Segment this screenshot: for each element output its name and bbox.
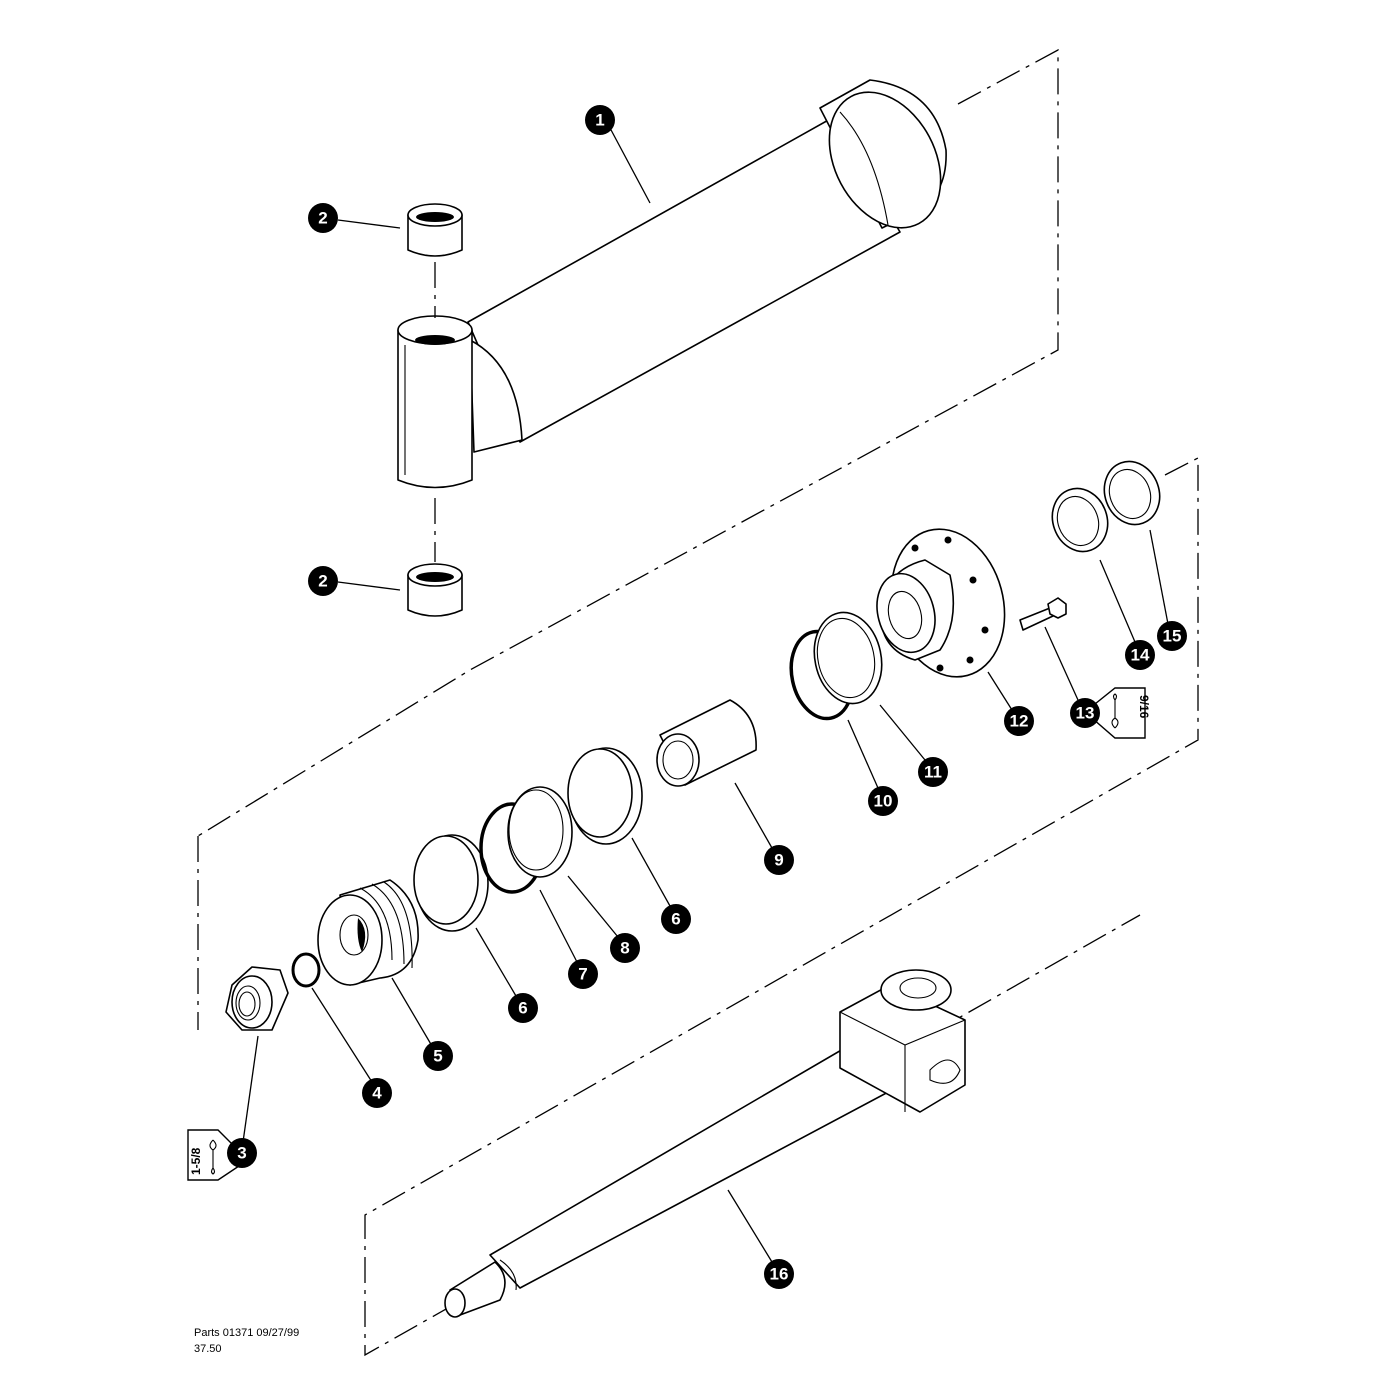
callout-2-top: 2 <box>308 203 338 233</box>
svg-text:6: 6 <box>518 999 527 1018</box>
wrench-size-bolt: 9/16 <box>1137 695 1151 719</box>
callout-11: 11 <box>918 757 948 787</box>
callout-13: 13 <box>1070 698 1100 728</box>
bushing-top <box>407 203 463 257</box>
callout-5: 5 <box>423 1041 453 1071</box>
gland-head <box>876 528 1006 678</box>
callout-7: 7 <box>568 959 598 989</box>
svg-text:11: 11 <box>924 763 942 782</box>
svg-text:7: 7 <box>578 965 587 984</box>
wrench-icon <box>1111 693 1119 729</box>
svg-text:9: 9 <box>774 851 783 870</box>
footer-page-number: 37.50 <box>194 1343 222 1355</box>
svg-text:8: 8 <box>620 939 629 958</box>
svg-text:3: 3 <box>237 1144 246 1163</box>
callout-3: 3 <box>227 1138 257 1168</box>
callout-8: 8 <box>610 933 640 963</box>
piston <box>317 879 419 986</box>
callout-6-left: 6 <box>508 993 538 1023</box>
svg-text:4: 4 <box>372 1084 382 1103</box>
svg-text:13: 13 <box>1076 704 1095 723</box>
backup-ring-large <box>813 611 883 705</box>
callout-16: 16 <box>764 1259 794 1289</box>
callout-4: 4 <box>362 1078 392 1108</box>
svg-text:1: 1 <box>595 111 604 130</box>
o-ring-small <box>291 952 321 988</box>
callout-12: 12 <box>1004 706 1034 736</box>
svg-text:12: 12 <box>1010 712 1029 731</box>
svg-text:15: 15 <box>1163 627 1182 646</box>
svg-text:6: 6 <box>671 910 680 929</box>
callouts: 1 2 2 3 4 5 6 6 7 8 9 10 11 12 13 14 15 … <box>227 105 1187 1289</box>
svg-text:16: 16 <box>770 1265 789 1284</box>
svg-text:14: 14 <box>1131 646 1150 665</box>
callout-6-right: 6 <box>661 904 691 934</box>
cylinder-barrel <box>397 79 947 489</box>
svg-text:10: 10 <box>874 792 893 811</box>
callout-14: 14 <box>1125 640 1155 670</box>
leader-lines <box>242 127 1169 1263</box>
piston-rod <box>444 969 966 1318</box>
svg-text:2: 2 <box>318 572 327 591</box>
wrench-tag-nut: 1-5/8 <box>187 1129 250 1181</box>
rod-seal <box>1103 460 1161 526</box>
rod-wiper <box>1051 487 1109 553</box>
footer: Parts 01371 09/27/99 37.50 <box>194 1327 299 1355</box>
assembly-outline-cylinder <box>197 48 1059 837</box>
callout-10: 10 <box>868 786 898 816</box>
callout-15: 15 <box>1157 621 1187 651</box>
callout-1: 1 <box>585 105 615 135</box>
assembly-outline-piston <box>197 456 1199 1357</box>
wrench-size-nut: 1-5/8 <box>189 1147 203 1175</box>
svg-text:2: 2 <box>318 209 327 228</box>
wrench-icon <box>209 1139 217 1175</box>
spacer-tube <box>656 699 757 787</box>
wrench-tag-bolt: 9/16 <box>1083 687 1151 739</box>
svg-text:5: 5 <box>433 1047 442 1066</box>
bushing-bottom <box>407 563 463 617</box>
lock-nut <box>225 966 289 1031</box>
seal-backup-ring <box>507 786 573 878</box>
cap-bolt <box>1019 597 1067 631</box>
footer-part-number: Parts 01371 09/27/99 <box>194 1327 299 1339</box>
callout-9: 9 <box>764 845 794 875</box>
wear-ring-left <box>413 834 489 932</box>
wear-ring-right <box>567 747 643 845</box>
callout-2-bottom: 2 <box>308 566 338 596</box>
